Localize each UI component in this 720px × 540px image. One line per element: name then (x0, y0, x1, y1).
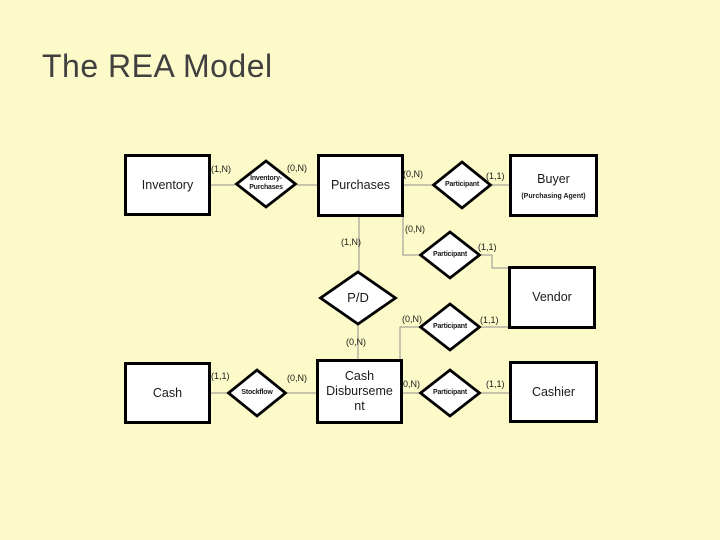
diamond-shape (431, 160, 493, 210)
cardinality-cashdisb-participant-vendor: (0,N) (402, 314, 422, 324)
entity-purchases: Purchases (317, 154, 404, 217)
relationship-stockflow: Stockflow (226, 368, 288, 418)
entity-cashier: Cashier (509, 361, 598, 423)
connector-cashdisb-participant-vendor (399, 326, 419, 359)
relationship-participant-cashdisb-vendor: Participant (418, 302, 482, 352)
entity-purchases-label: Purchases (330, 178, 391, 192)
relationship-stockflow-label: Stockflow (241, 388, 273, 396)
connector-purchases-participant-vendor (402, 217, 419, 256)
entity-cash-disbursement-label: Cash Disburseme nt (326, 369, 393, 413)
cardinality-inventory-invpur: (1,N) (211, 164, 231, 174)
relationship-participant-purchases-vendor: Participant (418, 230, 482, 280)
relationship-inventory-purchases: Inventory- Purchases (234, 159, 298, 209)
relationship-inventory-purchases-label: Inventory- Purchases (249, 175, 283, 191)
connector-participant-vendor-top (481, 254, 508, 269)
diamond-shape (418, 368, 482, 418)
diamond-shape (418, 302, 482, 352)
relationship-participant-cashier-label: Participant (433, 388, 467, 396)
slide-title: The REA Model (42, 48, 273, 84)
cardinality-participant-vendor-bottom: (1,1) (480, 315, 499, 325)
cardinality-purchases-pd: (1,N) (341, 237, 361, 247)
cardinality-purchases-participant-buyer: (0,N) (403, 169, 423, 179)
relationship-pd-label: P/D (347, 289, 369, 305)
entity-vendor-label: Vendor (532, 290, 572, 304)
entity-cash-label: Cash (152, 385, 183, 400)
diamond-shape (234, 159, 298, 209)
relationship-participant-cashdisb-vendor-label: Participant (433, 322, 467, 330)
relationship-participant-purchases-vendor-label: Participant (433, 250, 467, 258)
cardinality-invpur-purchases: (0,N) (287, 163, 307, 173)
cardinality-participant-buyer: (1,1) (486, 171, 505, 181)
diamond-shape (226, 368, 288, 418)
cardinality-cashdisb-participant-cashier: (0,N) (400, 379, 420, 389)
entity-inventory-label: Inventory (141, 177, 194, 192)
entity-cashier-label: Cashier (531, 384, 576, 399)
cardinality-participant-cashier: (1,1) (486, 379, 505, 389)
relationship-participant-cashier: Participant (418, 368, 482, 418)
relationship-pd: P/D (318, 270, 398, 326)
cardinality-stockflow-cashdisb: (0,N) (287, 373, 307, 383)
relationship-participant-buyer-label: Participant (445, 180, 479, 188)
entity-inventory: Inventory (124, 154, 211, 216)
cardinality-purchases-participant-vendor: (0,N) (405, 224, 425, 234)
entity-cash: Cash (124, 362, 211, 424)
entity-cash-disbursement: Cash Disburseme nt (316, 359, 403, 424)
relationship-participant-buyer: Participant (431, 160, 493, 210)
cardinality-pd-cashdisb: (0,N) (346, 337, 366, 347)
cardinality-participant-vendor-top: (1,1) (478, 242, 497, 252)
entity-buyer-label: Buyer (537, 171, 570, 186)
entity-vendor: Vendor (508, 266, 596, 329)
cardinality-cash-stockflow: (1,1) (211, 371, 230, 381)
diamond-shape (418, 230, 482, 280)
entity-buyer: Buyer (Purchasing Agent) (509, 154, 598, 217)
diamond-shape (318, 270, 398, 326)
entity-buyer-sublabel: (Purchasing Agent) (521, 192, 586, 200)
